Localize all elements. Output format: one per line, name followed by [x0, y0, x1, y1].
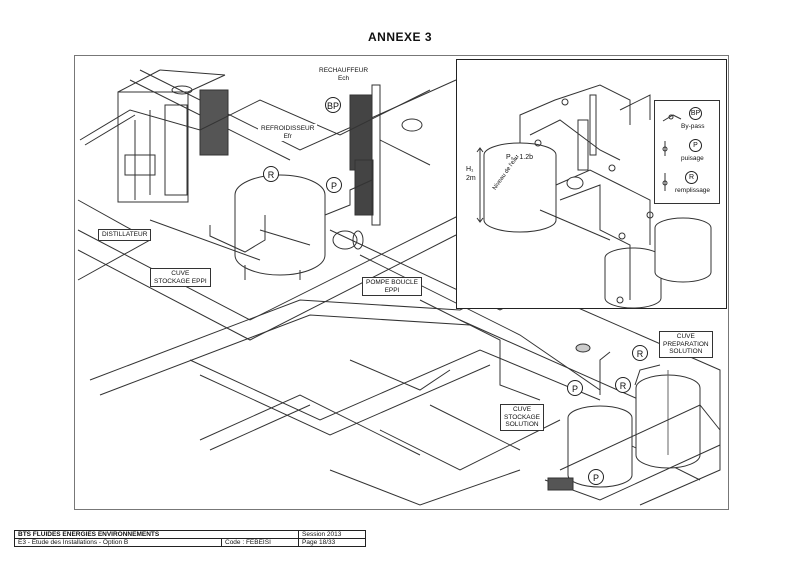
marker-puisage-eppi: P: [326, 177, 342, 193]
legend-puisage-symbol: P: [689, 139, 702, 152]
legend-bypass-symbol: BP: [689, 107, 702, 120]
wall-outline: [77, 209, 471, 321]
wall-outline: [429, 404, 521, 451]
legend-remplissage-symbol: R: [685, 171, 698, 184]
wall-outline: [379, 419, 561, 471]
wall-outline: [77, 234, 457, 341]
legend-remplissage-text: remplissage: [675, 187, 711, 194]
wall-outline: [459, 319, 641, 401]
legend-puisage-text: puisage: [681, 155, 704, 162]
distillateur-frame: [117, 91, 189, 203]
marker-puisage-bottom: P: [588, 469, 604, 485]
wall-outline: [559, 299, 721, 506]
wall-outline: [189, 349, 601, 421]
wall-outline: [199, 364, 491, 436]
inset-height-label: H₁ 2m: [466, 165, 476, 183]
legend-bypass-text: By-pass: [681, 123, 705, 130]
footer-program: BTS FLUIDES ENERGIES ENVIRONNEMENTS: [14, 530, 299, 539]
legend-box: BP By-pass P puisage R remplissage: [654, 100, 720, 204]
marker-bypass: BP: [325, 97, 341, 113]
wall-outline: [349, 359, 451, 391]
marker-remplissage-eppi: R: [263, 166, 279, 182]
inset-height-symbol: H₁: [466, 166, 474, 173]
wall-outline: [199, 394, 421, 456]
footer-table: BTS FLUIDES ENERGIES ENVIRONNEMENTS Sess…: [14, 530, 366, 547]
wall-outline: [329, 469, 521, 506]
marker-remplissage-solution: R: [615, 377, 631, 393]
page-title: ANNEXE 3: [367, 30, 433, 44]
legend-valve-icons: [662, 114, 682, 191]
footer-epreuve: E3 - Etude des Installations - Option B: [14, 538, 222, 547]
inset-height-value: 2m: [466, 175, 476, 182]
wall-outline: [209, 404, 311, 451]
footer-page: Page 18/33: [298, 538, 366, 547]
wall-outline: [99, 314, 471, 396]
footer-session: Session 2013: [298, 530, 366, 539]
footer-code: Code : FEBEISI: [221, 538, 299, 547]
marker-puisage-solution: P: [567, 380, 583, 396]
inset-pressure-label: P₀ : 1.2b: [506, 154, 534, 161]
label-distillateur: DISTILLATEUR: [98, 229, 152, 241]
marker-remplissage-prep: R: [632, 345, 648, 361]
